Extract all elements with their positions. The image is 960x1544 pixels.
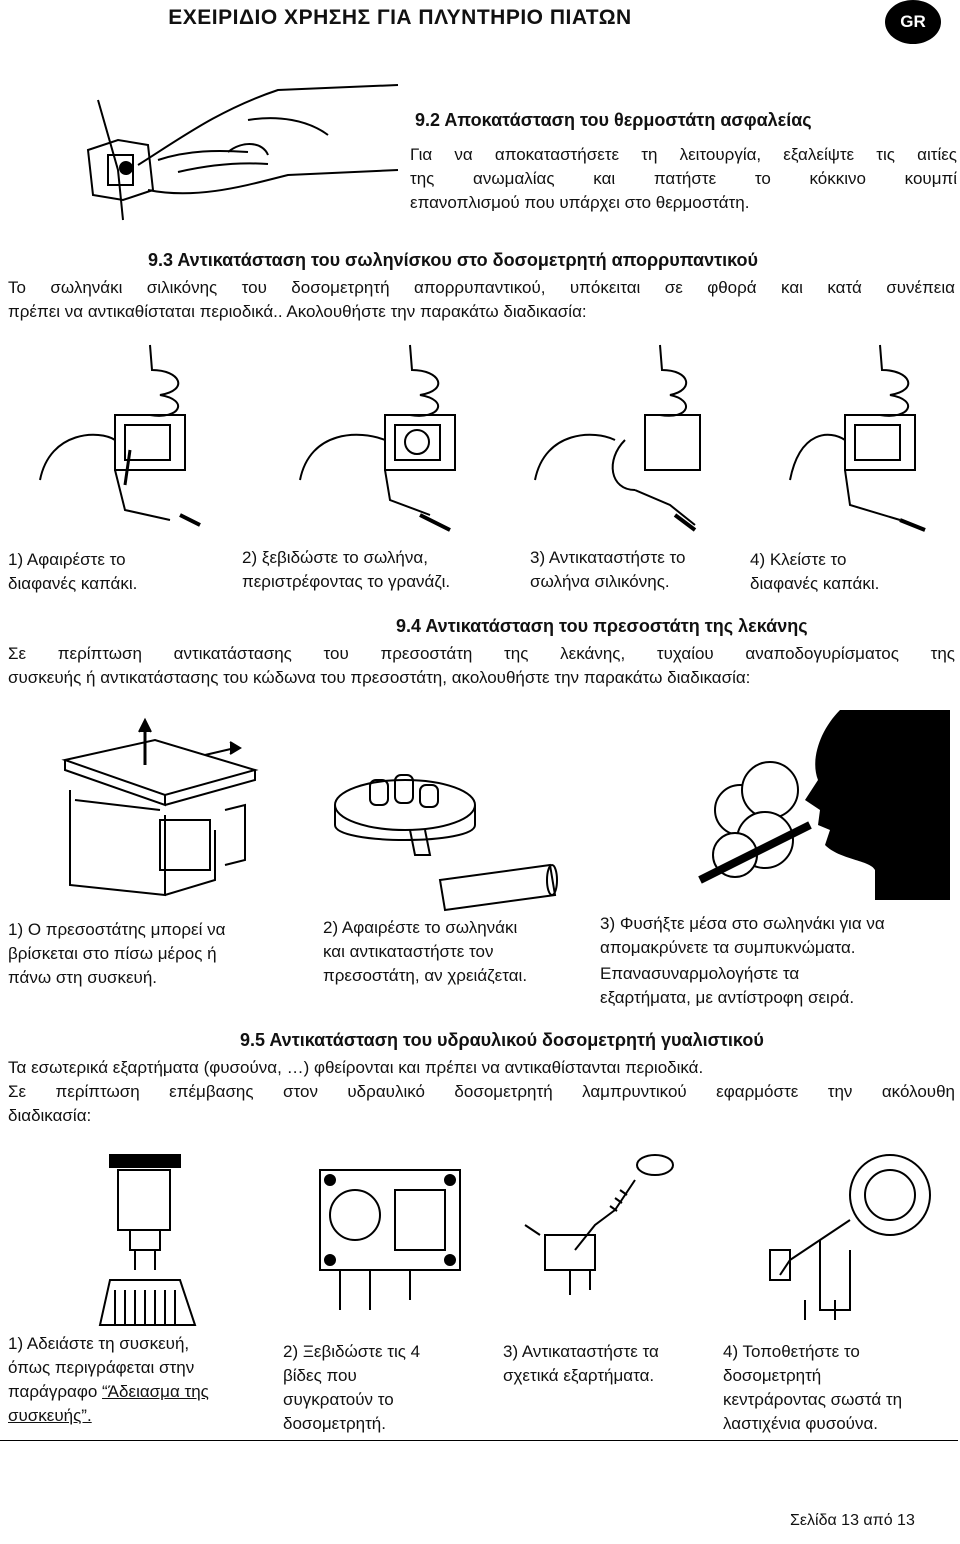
s94-step-1-line-2: βρίσκεται στο πίσω μέρος ή (8, 944, 217, 963)
s95-step-2-line-3: συγκρατούν το (283, 1390, 394, 1409)
s94-step-2-line-3: πρεσοστάτη, αν χρειάζεται. (323, 966, 528, 985)
rinse-aid-cap-illustration (98, 1154, 197, 1326)
page-title: ΕΧΕΙΡΙΔΙΟ ΧΡΗΣΗΣ ΓΙΑ ΠΛΥΝΤΗΡΙΟ ΠΙΑΤΩΝ (168, 6, 632, 29)
s94-step-2-line-2: και αντικαταστήστε τον (323, 942, 494, 961)
drain-section-link-cont[interactable]: συσκευής”. (8, 1406, 92, 1425)
s95-step-3-line-2: σχετικά εξαρτήματα. (503, 1366, 655, 1385)
s95-step-1-line-1: 1) Αδειάστε τη συσκευή, (8, 1334, 190, 1353)
hand-reset-illustration (86, 84, 399, 221)
s95-step-3-line-1: 3) Αντικαταστήστε τα (503, 1342, 659, 1361)
pressure-switch-illustration (334, 774, 558, 912)
s92-line-2: της ανωμαλίας και πατήστε το κόκκινο κου… (410, 169, 957, 188)
s93-step-1-line-1: 1) Αφαιρέστε το (8, 550, 126, 569)
s93-step-2-line-2: περιστρέφοντας το γρανάζι. (242, 572, 451, 591)
s93-step-3-line-1: 3) Αντικαταστήστε το (530, 548, 686, 567)
s95-step-2-line-4: δοσομετρητή. (283, 1414, 386, 1433)
s95-step-2-line-2: βίδες που (283, 1366, 357, 1385)
page-number: Σελίδα 13 από 13 (790, 1512, 915, 1529)
s95-step-4-line-3: κεντράροντας σωστά τη (723, 1390, 903, 1409)
s94-step-1-line-1: 1) Ο πρεσοστάτης μπορεί να (8, 920, 226, 939)
section-9-2-heading: 9.2 Αποκατάσταση του θερμοστάτη ασφαλεία… (415, 110, 812, 130)
dispenser-step-4-illustration (789, 344, 926, 532)
s94-step-3-line-1: 3) Φυσήξτε μέσα στο σωληνάκι για να (600, 914, 885, 933)
s93-line-1: Το σωληνάκι σιλικόνης του δοσομετρητή απ… (8, 278, 955, 297)
s95-step-4-line-4: λαστιχένια φυσούνα. (723, 1414, 879, 1433)
section-9-4-heading: 9.4 Αντικατάσταση του πρεσοστάτη της λεκ… (396, 616, 808, 636)
language-badge: GR (885, 0, 941, 44)
s92-line-3: επανοπλισμού που υπάρχει στο θερμοστάτη. (410, 193, 750, 212)
s94-line-2: συσκευής ή αντικατάστασης του κώδωνα του… (8, 668, 751, 687)
s93-step-1-line-2: διαφανές καπάκι. (8, 574, 138, 593)
section-9-5-heading: 9.5 Αντικατάσταση του υδραυλικού δοσομετ… (240, 1030, 764, 1050)
dispenser-unscrew-illustration (319, 1169, 461, 1310)
s93-step-3-line-2: σωλήνα σιλικόνης. (530, 572, 670, 591)
dispenser-parts-exploded-illustration (524, 1154, 674, 1295)
s95-step-4-line-1: 4) Τοποθετήστε το (723, 1342, 860, 1361)
dispenser-step-3-illustration (534, 344, 701, 532)
footer-divider (0, 1440, 958, 1441)
s95-step-1-line-3: παράγραφο “Άδειασμα της (8, 1380, 209, 1404)
s95-step-4-line-2: δοσομετρητή (723, 1366, 822, 1385)
s95-step-1-line-2: όπως περιγράφεται στην (8, 1358, 195, 1377)
s95-line-2: Σε περίπτωση επέμβασης στον υδραυλικό δο… (8, 1082, 955, 1101)
s95-step-1-text: παράγραφο (8, 1382, 103, 1401)
dispenser-step-1-illustration (39, 344, 201, 527)
dispenser-reinstall-illustration (769, 1154, 931, 1320)
s94-step-3-line-2: απομακρύνετε τα συμπυκνώματα. (600, 938, 856, 957)
section-9-3-heading: 9.3 Αντικατάσταση του σωληνίσκου στο δοσ… (148, 250, 759, 270)
dispenser-step-2-illustration (299, 344, 456, 532)
s93-step-2-line-1: 2) ξεβιδώστε το σωλήνα, (242, 548, 428, 567)
s95-line-3: διαδικασία: (8, 1106, 92, 1125)
blow-into-tube-illustration (698, 710, 950, 900)
s94-step-2-line-1: 2) Αφαιρέστε το σωληνάκι (323, 918, 518, 937)
s95-line-1: Τα εσωτερικά εξαρτήματα (φυσούνα, …) φθε… (8, 1058, 704, 1077)
s93-step-4-line-1: 4) Κλείστε το (750, 550, 847, 569)
appliance-illustration (61, 717, 259, 897)
s94-line-1: Σε περίπτωση αντικατάστασης του πρεσοστά… (8, 644, 955, 663)
s92-line-1: Για να αποκαταστήσετε τη λειτουργία, εξα… (410, 145, 957, 164)
drain-section-link[interactable]: “Άδειασμα της (102, 1382, 209, 1401)
s94-step-3-line-3: Επανασυναρμολογήστε τα (600, 964, 800, 983)
s93-step-4-line-2: διαφανές καπάκι. (750, 574, 880, 593)
s93-line-2: πρέπει να αντικαθίσταται περιοδικά.. Ακο… (8, 302, 587, 321)
s94-step-3-line-4: εξαρτήματα, με αντίστροφη σειρά. (600, 988, 855, 1007)
s94-step-1-line-3: πάνω στη συσκευή. (8, 968, 158, 987)
s95-step-2-line-1: 2) Ξεβιδώστε τις 4 (283, 1342, 421, 1361)
